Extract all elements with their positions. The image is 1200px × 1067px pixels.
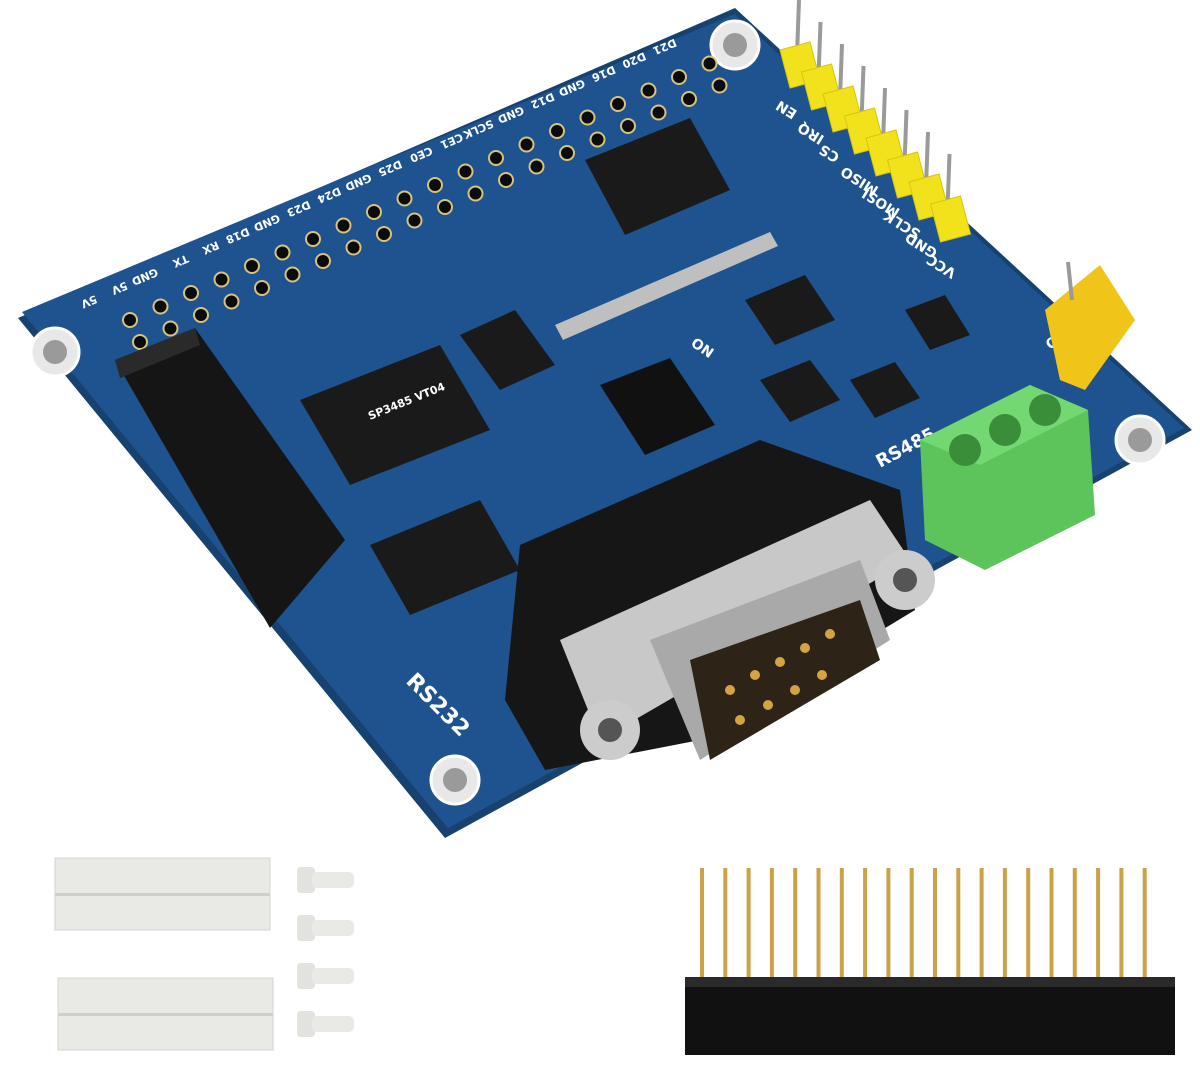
gpio-hole <box>284 266 301 283</box>
board-slot <box>555 232 778 340</box>
ic-chip <box>460 310 555 390</box>
header-strip-pin <box>839 868 844 980</box>
gpio-hole <box>711 77 728 94</box>
gpio-hole <box>437 199 453 215</box>
gpio-hole <box>345 239 362 256</box>
gpio-hole <box>244 258 260 274</box>
gpio-hole <box>254 280 270 296</box>
ic-chip <box>760 360 840 422</box>
header-strip-pin <box>1096 868 1101 980</box>
db9-pin <box>817 670 827 680</box>
ic-chip <box>905 295 970 350</box>
standoffs <box>54 857 274 1051</box>
ic-chip <box>850 362 920 418</box>
ic-chip <box>745 275 835 345</box>
gpio-hole <box>640 82 657 99</box>
header-strip-pin <box>769 868 774 980</box>
header-strip-pin <box>886 868 891 980</box>
gpio-hole <box>213 271 230 288</box>
gpio-hole <box>305 231 321 247</box>
header-strip-pin <box>1072 868 1077 980</box>
gpio-hole <box>315 253 331 269</box>
gpio-hole <box>376 226 392 242</box>
header-strip-pin <box>1119 868 1124 980</box>
dip-switch <box>600 358 715 455</box>
gpio-hole <box>366 204 382 220</box>
db9-pin <box>775 657 785 667</box>
gpio-label: 5V <box>78 292 98 310</box>
gpio-label: TX <box>170 252 190 270</box>
header-strip-pin <box>933 868 937 980</box>
screw <box>297 915 315 941</box>
gpio-hole <box>274 244 291 261</box>
header-strip-pin <box>956 868 961 980</box>
gpio-hole <box>396 190 413 207</box>
db9-connector <box>505 440 935 770</box>
gpio-hole <box>610 96 626 112</box>
pin-header-strip <box>685 868 1175 1055</box>
gpio-hole <box>589 131 606 148</box>
gpio-hole <box>671 69 687 85</box>
gpio-hole <box>549 123 565 139</box>
gpio-label: RX <box>200 238 221 257</box>
ic-chip-main <box>300 345 490 485</box>
rs485-terminal-block <box>920 385 1095 570</box>
gpio-hole <box>518 136 535 153</box>
gpio-hole <box>579 109 596 126</box>
gpio-hole <box>498 172 514 188</box>
gpio-hole <box>427 177 443 193</box>
db9-pin <box>725 685 735 695</box>
gpio-hole <box>193 307 209 323</box>
db9-pin <box>763 700 773 710</box>
spi-pin-header <box>779 0 972 243</box>
screw <box>297 1011 315 1037</box>
mounting-holes <box>29 19 1166 806</box>
gpio-hole <box>223 293 240 310</box>
gpio-hole <box>335 217 352 234</box>
gpio-hole <box>183 285 199 301</box>
header-strip-pin <box>700 868 704 980</box>
header-strip-pin <box>863 868 868 980</box>
gpio-holes <box>122 55 728 350</box>
gpio-hole <box>467 185 484 202</box>
ic-chip <box>585 118 730 235</box>
header-strip-pin <box>1002 868 1007 980</box>
isolation-module <box>115 328 345 628</box>
gpio-hole <box>681 91 697 107</box>
gpio-hole <box>152 298 169 315</box>
header-pin <box>929 195 972 243</box>
screw <box>297 963 315 989</box>
gpio-hole <box>406 212 423 229</box>
gpio-hole <box>650 104 667 121</box>
db9-pin <box>790 685 800 695</box>
ic-chip <box>370 500 520 615</box>
gpio-hole <box>528 158 545 175</box>
gpio-label: 5V <box>109 279 129 297</box>
header-strip-pin <box>816 868 821 980</box>
db9-pin <box>735 715 745 725</box>
header-strip-pin <box>723 868 728 980</box>
header-strip-pin <box>909 868 914 980</box>
gpio-hole <box>122 312 138 328</box>
header-strip-pin <box>793 868 798 980</box>
pcb-board: SP3485 VT04 ON RS232 RS485 OFF 5V5VGNDTX… <box>18 8 1192 838</box>
gpio-hole <box>457 163 474 180</box>
screw <box>297 867 315 893</box>
gpio-hole <box>162 320 179 337</box>
gpio-hole <box>701 55 718 72</box>
nylon-screws <box>297 867 354 1037</box>
gpio-hole <box>620 118 636 134</box>
header-strip-pin <box>1026 868 1031 980</box>
header-strip-pin <box>746 868 751 980</box>
db9-pin <box>750 670 760 680</box>
gpio-hole <box>559 145 575 161</box>
header-strip-pin <box>1142 868 1147 980</box>
db9-pin <box>825 629 835 639</box>
gpio-hole <box>488 150 504 166</box>
gpio-hole <box>132 334 148 350</box>
yellow-jumper <box>1045 261 1135 390</box>
header-strip-pin <box>1049 868 1054 980</box>
db9-pin <box>800 643 810 653</box>
header-strip-pin <box>979 868 984 980</box>
